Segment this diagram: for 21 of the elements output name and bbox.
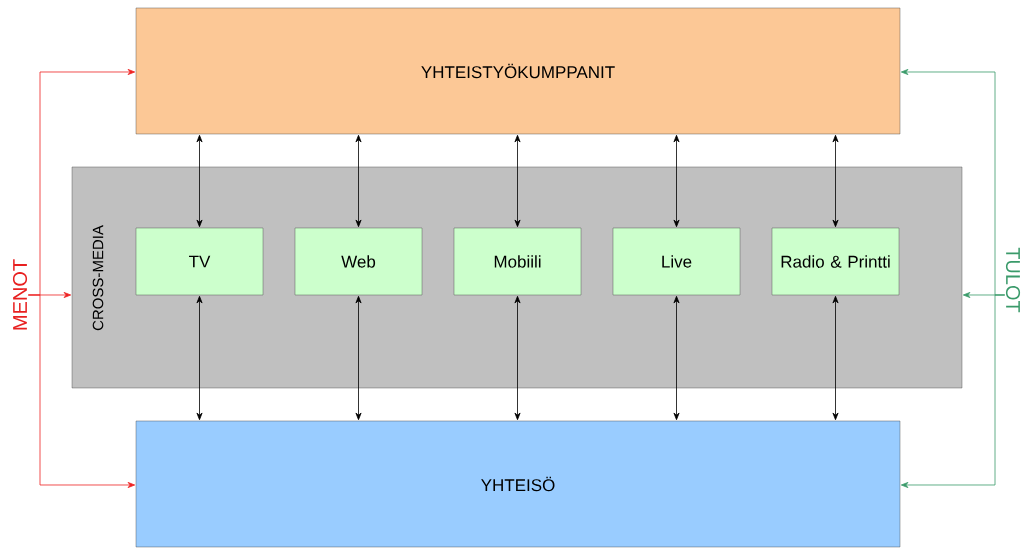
channel-box: Mobiili xyxy=(453,227,582,296)
channel-box: TV xyxy=(135,227,264,296)
arrow xyxy=(900,294,1006,488)
channel-box: Radio & Printti xyxy=(771,227,900,296)
arrow xyxy=(355,295,362,421)
side-label: MENOT xyxy=(12,259,28,330)
arrow xyxy=(832,295,839,421)
channel-box: Web xyxy=(294,227,423,296)
arrow xyxy=(27,294,136,488)
arrow xyxy=(196,134,203,228)
side-label: TULOT xyxy=(1005,247,1021,313)
arrow xyxy=(514,134,521,228)
arrow xyxy=(514,295,521,421)
top-box: YHTEISTYÖKUMPPANIT xyxy=(135,7,901,135)
bottom-box: YHTEISÖ xyxy=(135,420,901,548)
arrow xyxy=(673,295,680,421)
arrow xyxy=(832,134,839,228)
arrow xyxy=(196,295,203,421)
channel-box: Live xyxy=(612,227,741,296)
arrow xyxy=(673,134,680,228)
arrow xyxy=(355,134,362,228)
